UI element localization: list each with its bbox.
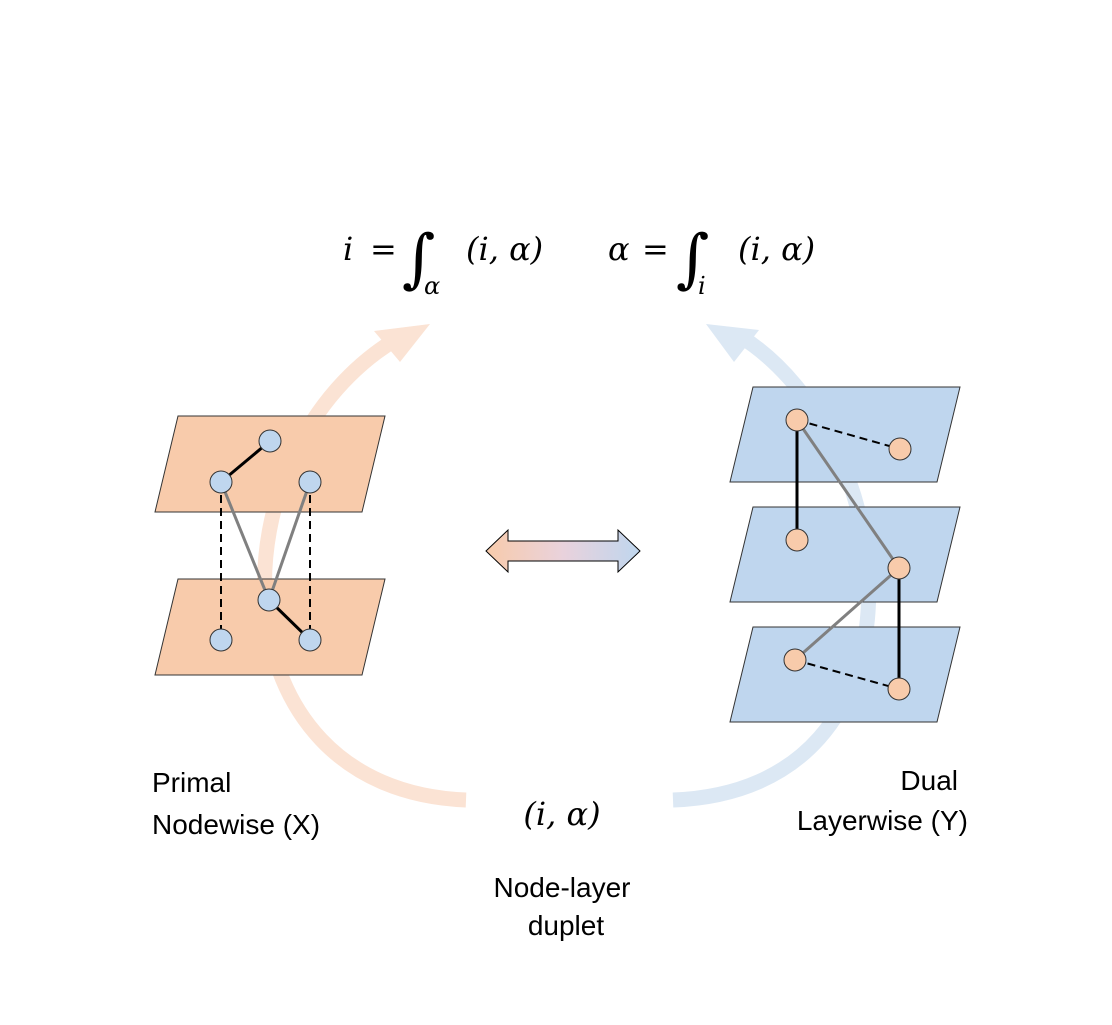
primal-nodewise-graph <box>154 415 386 676</box>
dual-edge-cross <box>795 419 901 569</box>
primal-label-line2: Nodewise (X) <box>152 809 320 840</box>
dual-node <box>785 408 809 432</box>
dual-arrowhead <box>706 324 759 362</box>
dual-edge-dashed <box>796 419 901 450</box>
dual-edge-cross <box>794 566 900 662</box>
formula-node-eq: = <box>370 230 397 268</box>
dual-node <box>785 528 809 552</box>
primal-cycle-arrow <box>257 324 467 808</box>
dual-layer-middle <box>729 506 961 603</box>
primal-node <box>209 628 233 652</box>
primal-node <box>257 588 281 612</box>
primal-label-line1: Primal <box>152 767 231 798</box>
dual-label-line2: Layerwise (Y) <box>797 805 968 836</box>
dual-layer-top <box>729 386 961 483</box>
formula-layer-lhs: α <box>608 230 630 268</box>
dual-node <box>887 556 911 580</box>
primal-node <box>258 429 282 453</box>
formula-node-lhs: i <box>343 230 353 268</box>
duplet-label-line1: Node-layer <box>494 872 631 903</box>
integral-sign-icon: ∫ <box>402 222 435 296</box>
formula-node-pair: (i, α) <box>466 230 543 268</box>
dual-label-line1: Dual <box>900 765 958 796</box>
duplet-label-line2: duplet <box>528 910 605 941</box>
dual-layerwise-graph <box>729 386 961 723</box>
dual-node <box>783 648 807 672</box>
dual-node <box>888 437 912 461</box>
formula-layer-subscript: i <box>698 272 706 300</box>
primal-node <box>298 628 322 652</box>
primal-layer-bottom <box>154 578 386 676</box>
formula-layer-pair: (i, α) <box>738 230 815 268</box>
primal-arrowhead <box>374 324 430 362</box>
primal-node <box>298 470 322 494</box>
formula-layer-eq: = <box>642 230 669 268</box>
primal-edge-cross <box>219 481 271 601</box>
node-projection-formula: i = ∫ α (i, α) <box>343 222 543 300</box>
integral-sign-icon: ∫ <box>676 222 709 296</box>
dual-edge-dashed <box>794 659 900 690</box>
formula-node-subscript: α <box>424 272 440 300</box>
primal-node <box>209 470 233 494</box>
dual-node <box>887 677 911 701</box>
double-arrow-icon <box>485 528 641 574</box>
layer-projection-formula: α = ∫ i (i, α) <box>608 222 815 300</box>
primal-edge-cross <box>267 481 312 601</box>
duplet-symbol: (i, α) <box>523 795 600 833</box>
